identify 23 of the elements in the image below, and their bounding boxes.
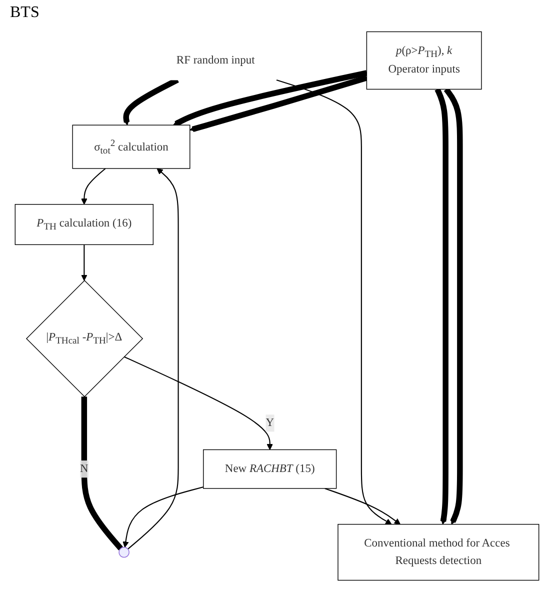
node-circle <box>118 546 130 558</box>
arrow <box>173 70 368 126</box>
bts-label: BTS <box>10 4 40 22</box>
arrow <box>276 79 392 525</box>
node-text: RF random input <box>176 54 255 66</box>
arrow <box>444 88 463 525</box>
connector <box>81 396 123 550</box>
arrow <box>124 356 273 450</box>
node-box: Conventional method for Acces Requests detection <box>338 524 540 581</box>
arrow <box>190 75 368 132</box>
node-box: New RACHBT (15) <box>203 449 337 489</box>
node-box: P$_{TH}$ calculation (16) <box>14 204 154 246</box>
arrow <box>128 168 179 550</box>
node-box: p(ρ>P$_{TH}$), k Operator inputs <box>366 31 482 90</box>
node-box: σ$_{tot}$$^{2}$ calculation <box>72 124 190 169</box>
node-diamond: |P$_{THcal}$ -P$_{TH}$|>Δ <box>26 280 144 398</box>
arrow <box>122 486 204 548</box>
arrow <box>81 168 106 205</box>
edge-label: N <box>80 462 88 475</box>
arrow <box>324 488 401 525</box>
edge-label: Y <box>266 416 274 429</box>
arrow <box>434 88 448 525</box>
arrow <box>81 244 88 281</box>
